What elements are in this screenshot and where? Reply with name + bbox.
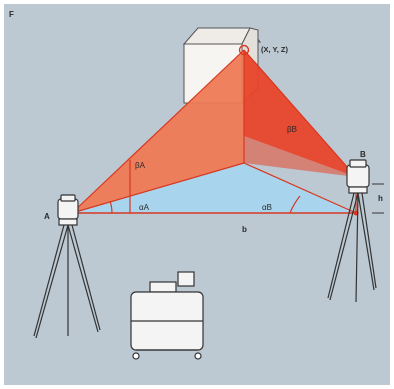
station-a-label: A xyxy=(44,212,50,221)
station-b-label: B xyxy=(360,150,366,159)
target-point-marker xyxy=(238,44,250,56)
theodolite-a xyxy=(33,194,101,339)
angle-beta-b-label: βB xyxy=(287,125,297,134)
baseline-label: b xyxy=(242,225,247,234)
horizontal-plane xyxy=(72,163,356,213)
construction-lines xyxy=(71,49,357,214)
target-point-label: (X, Y, Z) xyxy=(261,45,288,54)
theodolite-b xyxy=(327,159,377,303)
angle-alpha-b-label: αB xyxy=(262,203,272,212)
height-label: h xyxy=(378,194,383,203)
angle-alpha-a-label: αA xyxy=(139,203,150,212)
panel-label: F xyxy=(9,10,14,19)
plane-b-lower xyxy=(244,136,356,177)
angle-beta-a-label: βA xyxy=(135,161,146,170)
computer-cart xyxy=(130,271,204,360)
